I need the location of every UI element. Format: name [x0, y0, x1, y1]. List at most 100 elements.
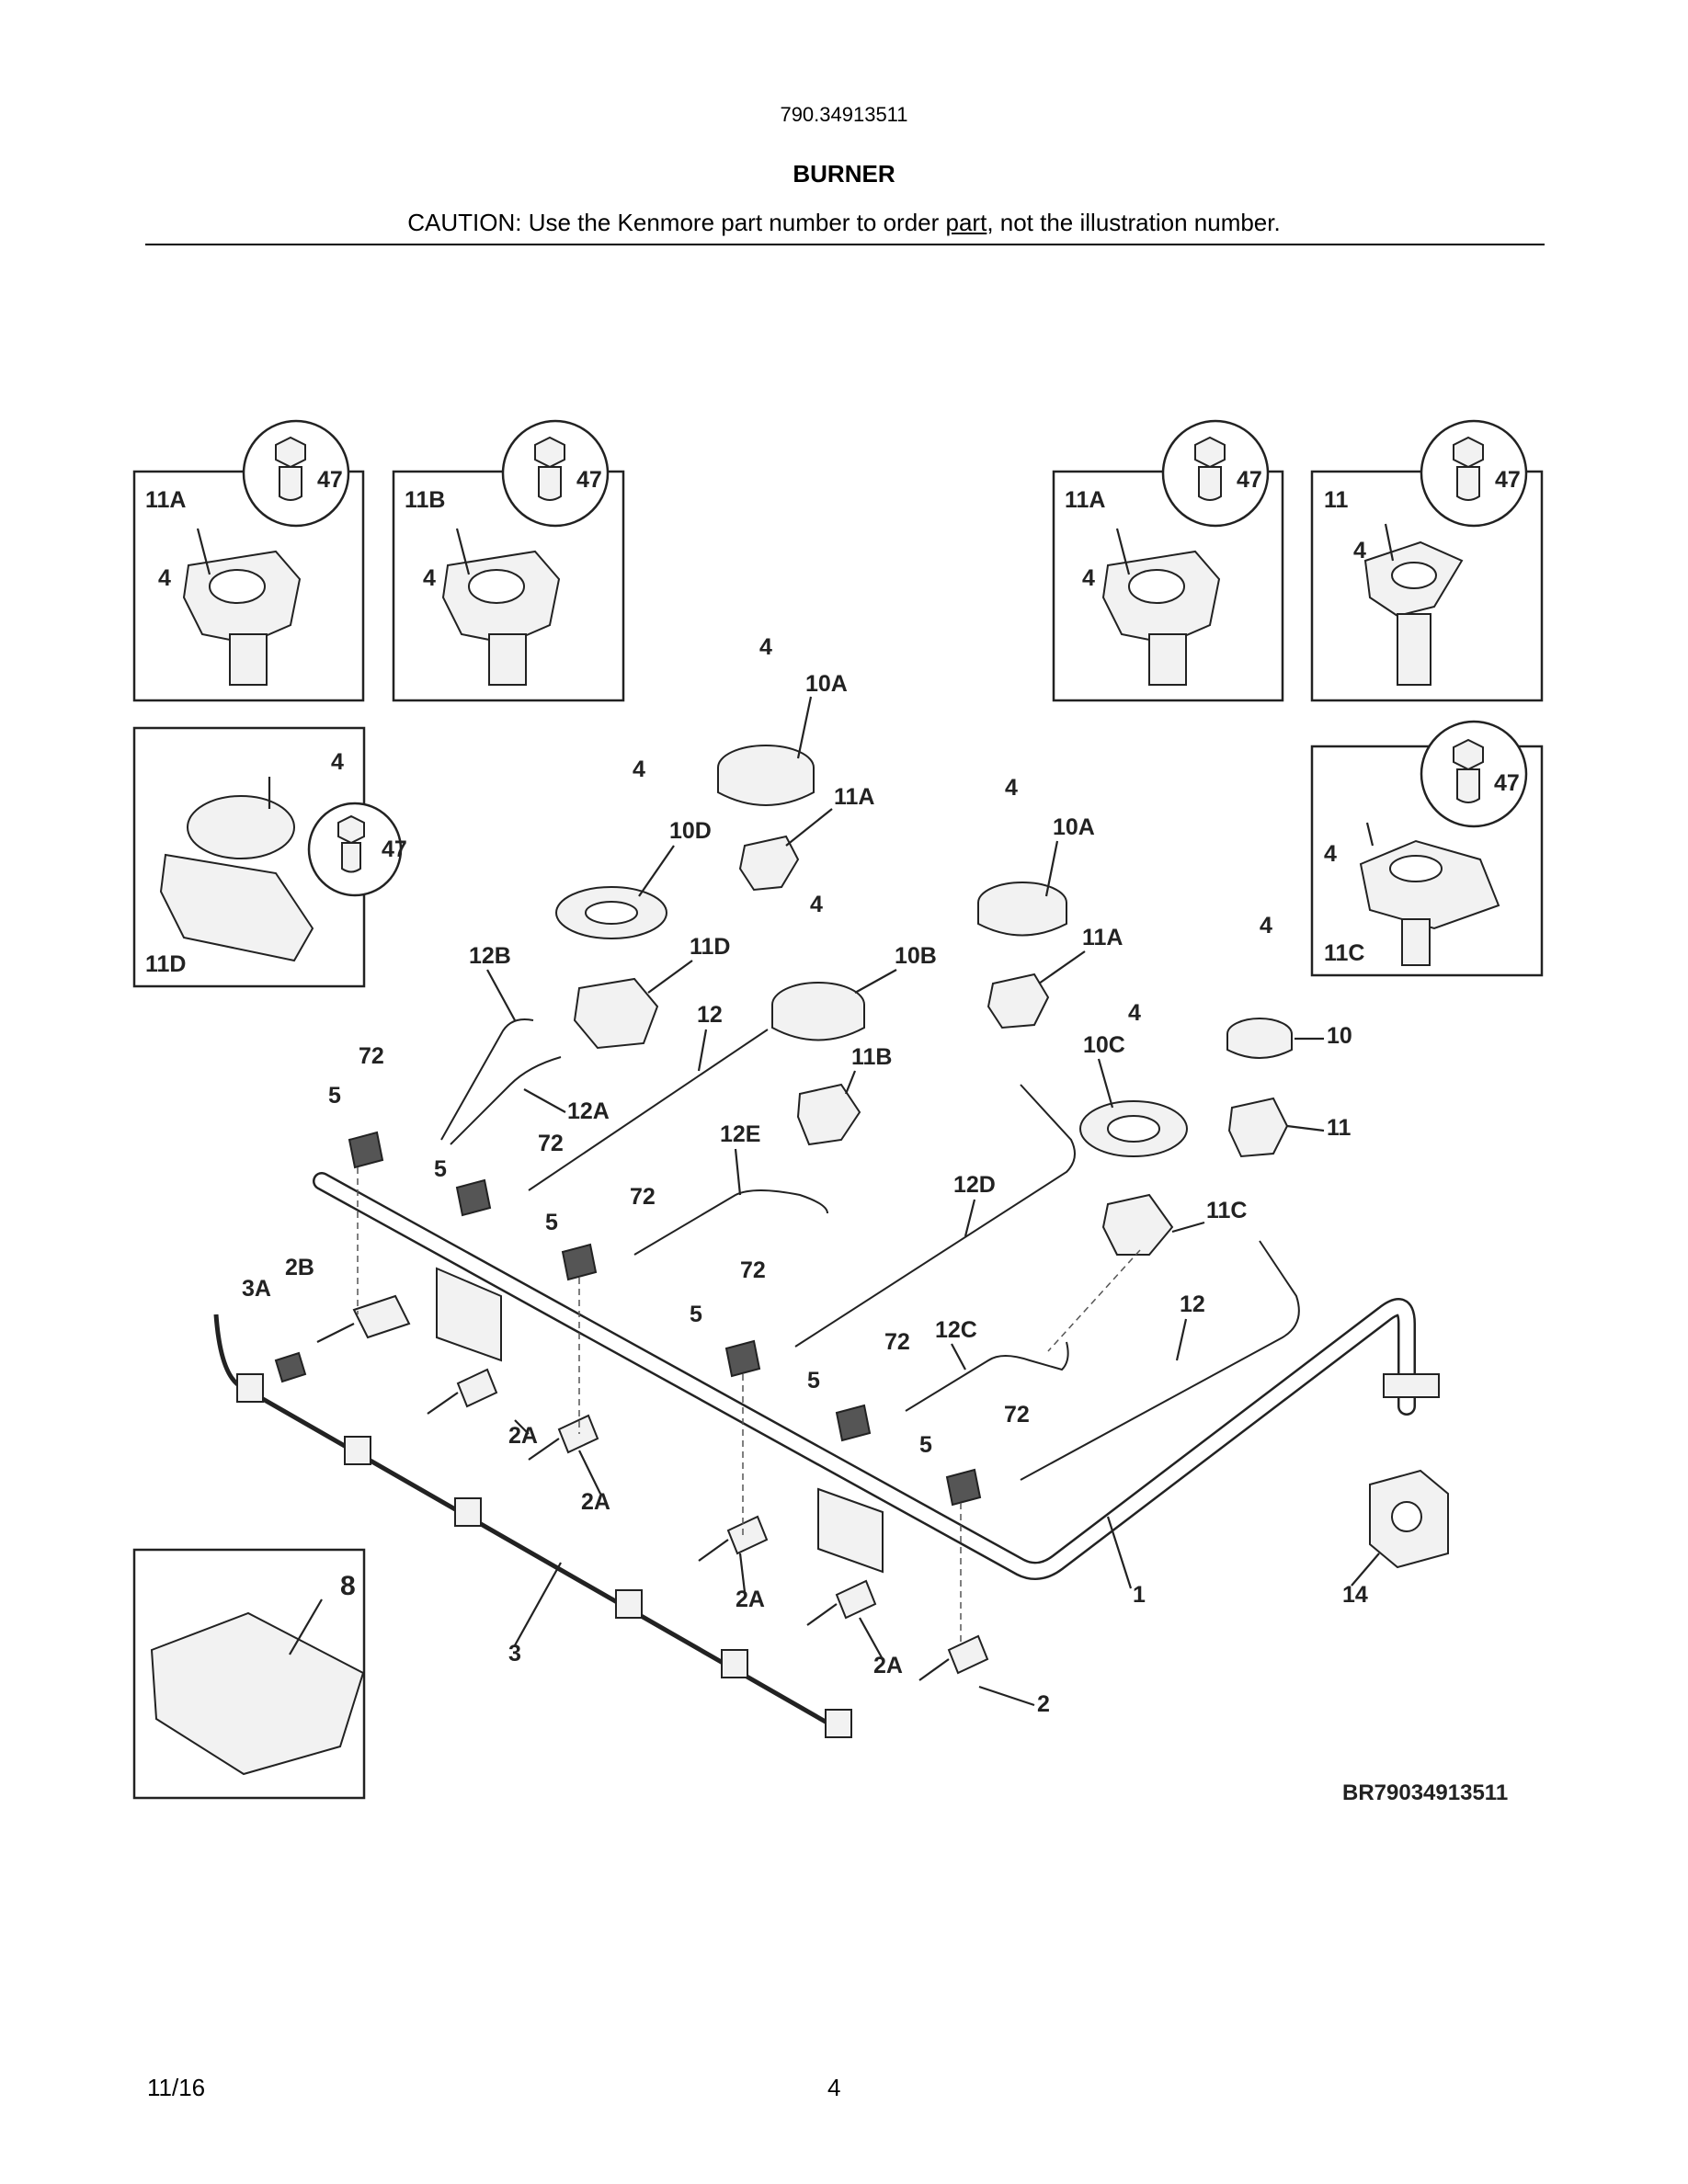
tube-12a — [450, 1056, 562, 1145]
inset-11b — [392, 419, 625, 702]
callout-3a: 3A — [242, 1276, 271, 1302]
clip-5 — [835, 1404, 872, 1442]
spark-module — [150, 1611, 365, 1776]
model-number: 790.34913511 — [780, 103, 908, 126]
callout-4: 4 — [810, 892, 823, 917]
callout-5: 5 — [807, 1368, 820, 1393]
inset-label-11b: 11B — [405, 487, 445, 513]
callout-10c: 10C — [1083, 1032, 1125, 1058]
tube-12-right — [1020, 1240, 1300, 1481]
callout-5: 5 — [328, 1083, 341, 1109]
callout-10d: 10D — [669, 818, 712, 844]
inset-label-11a-left: 11A — [145, 487, 186, 513]
callout-11b: 11B — [851, 1044, 892, 1070]
callout-2a: 2A — [736, 1587, 765, 1612]
callout-4: 4 — [423, 565, 436, 591]
callout-5: 5 — [919, 1432, 932, 1458]
valve-2b — [352, 1294, 411, 1339]
inset-label-11d: 11D — [145, 951, 186, 977]
inset-11d — [132, 726, 403, 988]
manifold-flange — [1383, 1373, 1440, 1398]
callout-12: 12 — [697, 1002, 723, 1028]
callout-2a: 2A — [508, 1423, 538, 1449]
tube-12d — [794, 1084, 1076, 1348]
header-divider — [145, 244, 1545, 245]
tube-12c — [905, 1341, 1069, 1412]
caution-notice: CAUTION: Use the Kenmore part number to … — [0, 209, 1688, 237]
callout-12e: 12E — [720, 1121, 760, 1147]
callout-5: 5 — [434, 1156, 447, 1182]
clip-5 — [945, 1468, 982, 1507]
callout-2: 2 — [1037, 1691, 1050, 1717]
callout-12: 12 — [1180, 1291, 1205, 1317]
bracket-left — [436, 1267, 502, 1362]
callout-1: 1 — [1133, 1582, 1146, 1608]
clip-5 — [561, 1243, 598, 1281]
callout-47: 47 — [1495, 467, 1521, 493]
inset-11c — [1310, 720, 1544, 977]
callout-11a: 11A — [1082, 925, 1123, 950]
caution-text-start: CAUTION: Use the Kenmore part number to … — [407, 209, 946, 236]
callout-47: 47 — [1237, 467, 1262, 493]
inset-label-11: 11 — [1324, 487, 1349, 513]
valve-2a — [835, 1579, 877, 1620]
revision-date: 11/16 — [147, 2074, 206, 2101]
callout-4: 4 — [1324, 841, 1337, 867]
burner-base-11a-mid — [987, 973, 1050, 1029]
callout-11: 11 — [1327, 1115, 1352, 1141]
callout-47: 47 — [317, 467, 343, 493]
igniter-connectors — [236, 1373, 852, 1738]
callout-4: 4 — [633, 756, 645, 782]
callout-72: 72 — [884, 1329, 910, 1355]
callout-11a: 11A — [834, 784, 874, 810]
callout-10a: 10A — [805, 671, 848, 697]
callout-10: 10 — [1327, 1023, 1352, 1049]
valve-2a — [726, 1515, 769, 1555]
burner-base-11d — [573, 977, 659, 1050]
diagram-code: BR79034913511 — [1342, 1780, 1509, 1805]
callout-2a: 2A — [873, 1653, 903, 1678]
callout-4: 4 — [1005, 775, 1018, 801]
caution-text-end: , not the illustration number. — [987, 209, 1281, 236]
clip-5 — [455, 1178, 492, 1217]
callout-11c: 11C — [1206, 1198, 1247, 1223]
inset-11 — [1310, 419, 1544, 702]
callout-12a: 12A — [567, 1098, 610, 1124]
callout-72: 72 — [359, 1043, 384, 1069]
burner-head-10a-top-body — [717, 768, 815, 806]
callout-11d: 11D — [690, 934, 730, 960]
burner-base-11a-top — [738, 835, 800, 892]
callout-12d: 12D — [953, 1172, 996, 1198]
valve-2 — [947, 1634, 989, 1675]
inset-8 — [132, 1548, 366, 1800]
tube-12 — [528, 1029, 769, 1191]
callout-72: 72 — [538, 1131, 564, 1156]
inset-11a-left — [132, 419, 365, 702]
callout-3: 3 — [508, 1641, 521, 1666]
inset-label-11a-right: 11A — [1065, 487, 1105, 513]
tube-12e — [633, 1189, 828, 1256]
clip-5 — [348, 1131, 384, 1169]
inset-11a-right — [1052, 419, 1284, 702]
callout-5: 5 — [690, 1302, 702, 1327]
valve-2a — [557, 1414, 599, 1454]
callout-4: 4 — [1082, 565, 1095, 591]
callout-12b: 12B — [469, 943, 511, 969]
valve-clip-3a — [274, 1351, 307, 1383]
section-title: BURNER — [793, 160, 895, 188]
inset-label-11c: 11C — [1324, 940, 1364, 966]
page-number: 4 — [827, 2074, 841, 2101]
tube-12b — [440, 1018, 534, 1141]
callout-47: 47 — [1494, 770, 1520, 796]
callout-12c: 12C — [935, 1317, 977, 1343]
callout-10a: 10A — [1053, 814, 1095, 840]
burner-base-11 — [1227, 1097, 1289, 1158]
callout-2b: 2B — [285, 1255, 314, 1280]
leader-lines — [486, 696, 1380, 1707]
callout-4: 4 — [1128, 1000, 1141, 1026]
valve-2a — [456, 1368, 498, 1408]
callout-72: 72 — [630, 1184, 656, 1210]
callout-4: 4 — [759, 634, 772, 660]
callout-5: 5 — [545, 1210, 558, 1235]
